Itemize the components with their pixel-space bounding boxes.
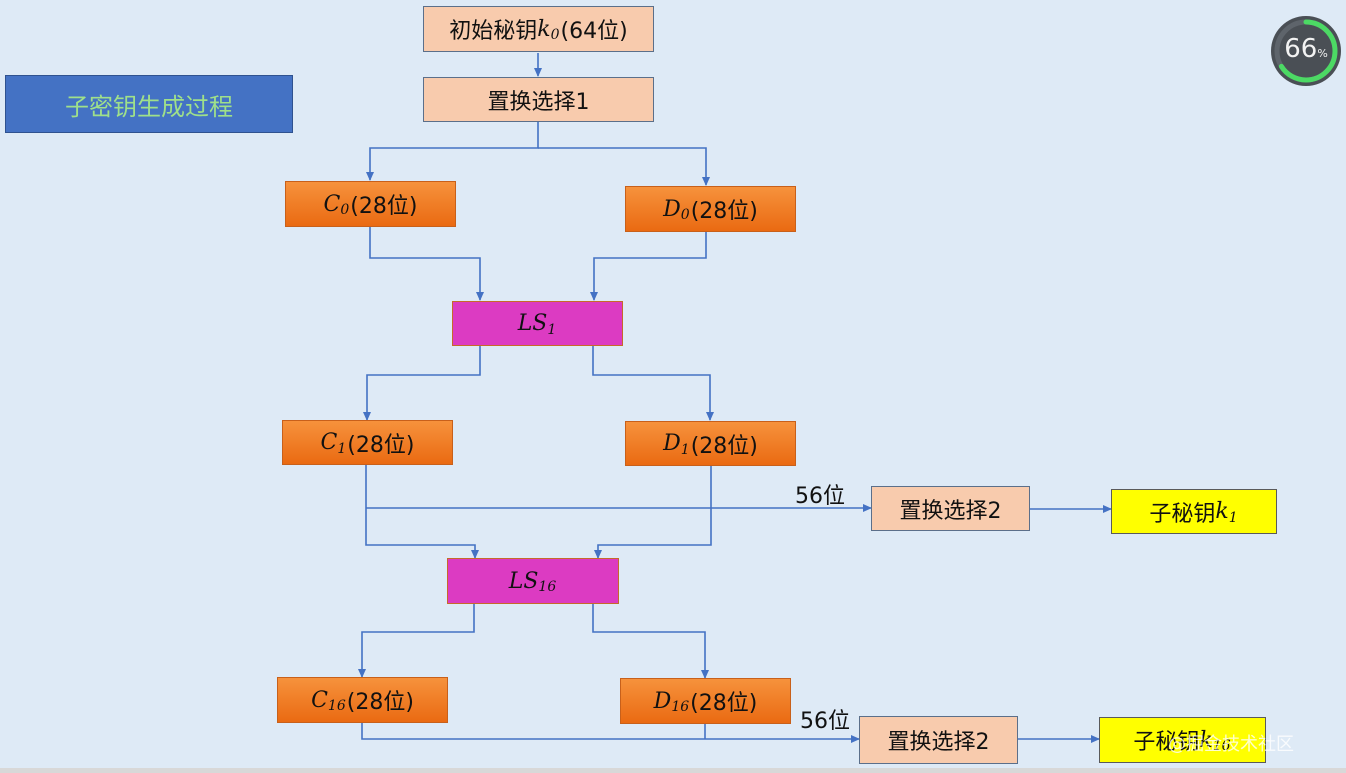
pc2-box-1: 置换选择2 bbox=[871, 486, 1030, 531]
arrow-pc1-split bbox=[366, 122, 539, 181]
arrow-ls1-to-d1 bbox=[592, 346, 714, 421]
arrow-pc1-to-d0 bbox=[538, 147, 710, 186]
arrow-ls1-to-c1 bbox=[363, 346, 481, 421]
arrow-c1-to-ls16 bbox=[365, 465, 479, 559]
arrow-d1-to-ls16 bbox=[594, 465, 712, 559]
arrow-d0-to-ls1 bbox=[590, 232, 707, 301]
bits-label-2: 56位 bbox=[800, 709, 850, 734]
bottom-scrollbar bbox=[0, 768, 1346, 773]
arrow-ls16-to-d16 bbox=[592, 604, 709, 679]
diagram-title: 子密钥生成过程 bbox=[5, 75, 293, 133]
arrow-c16d16-to-pc2b bbox=[361, 723, 860, 743]
watermark: @掘金技术社区 bbox=[1168, 734, 1294, 755]
pc2-box-2: 置换选择2 bbox=[859, 716, 1018, 764]
arrow-c0-to-ls1 bbox=[369, 227, 484, 301]
pc1-box: 置换选择1 bbox=[423, 77, 654, 122]
progress-value: 66% bbox=[1284, 34, 1328, 64]
progress-gauge: 66% bbox=[1270, 12, 1342, 90]
arrow-ls16-to-c16 bbox=[358, 604, 475, 678]
bits-label-1: 56位 bbox=[795, 484, 845, 509]
gauge-arc bbox=[1274, 19, 1338, 83]
